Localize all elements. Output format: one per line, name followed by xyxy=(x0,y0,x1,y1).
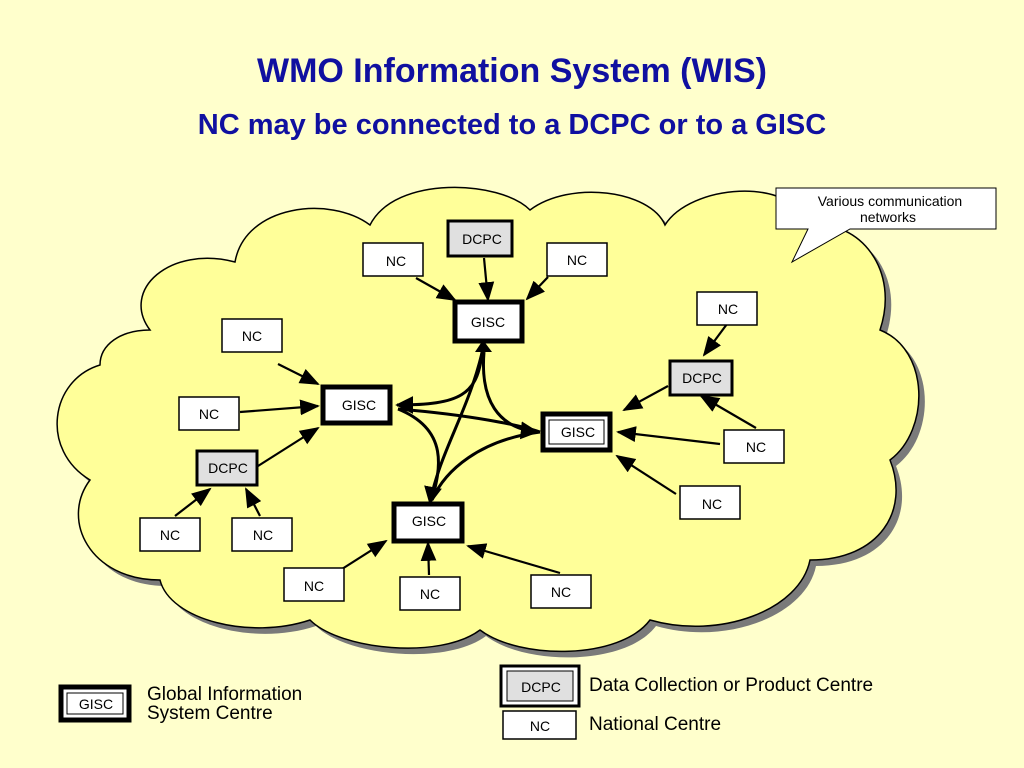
slide-subtitle: NC may be connected to a DCPC or to a GI… xyxy=(197,109,827,141)
legend-dcpc-box: DCPC xyxy=(499,664,581,708)
gisc-interconnect xyxy=(430,430,541,501)
legend-gisc-label: Global Information System Centre xyxy=(147,685,302,723)
link-nc-to-gisc-right xyxy=(616,426,721,446)
svg-text:GISC: GISC xyxy=(79,696,113,712)
legend-gisc-line1: Global Information xyxy=(147,684,303,705)
nodes: GISC DCPC NC NC GISC NC NC xyxy=(139,219,785,611)
svg-text:DCPC: DCPC xyxy=(462,231,502,247)
svg-text:NC: NC xyxy=(567,252,587,268)
gisc-node: GISC xyxy=(320,384,393,426)
nc-node: NC xyxy=(139,517,201,552)
svg-text:NC: NC xyxy=(304,578,324,594)
link-nc-to-dcpc-left xyxy=(245,487,262,517)
legend-gisc-box: GISC xyxy=(58,684,132,723)
legend-dcpc-label: Data Collection or Product Centre xyxy=(589,675,874,696)
svg-text:NC: NC xyxy=(530,718,550,734)
svg-text:NC: NC xyxy=(199,406,219,422)
svg-text:GISC: GISC xyxy=(561,424,595,440)
dcpc-node: DCPC xyxy=(195,449,259,487)
link-nc-to-dcpc-left xyxy=(174,487,212,517)
nc-node: NC xyxy=(231,517,293,552)
svg-text:DCPC: DCPC xyxy=(682,370,722,386)
svg-text:NC: NC xyxy=(746,439,766,455)
svg-text:NC: NC xyxy=(160,527,180,543)
gisc-node: GISC xyxy=(540,411,613,453)
gisc-interconnect xyxy=(475,340,492,352)
legend: GISC DCPC NC xyxy=(58,664,581,740)
svg-text:GISC: GISC xyxy=(471,314,505,330)
svg-text:NC: NC xyxy=(551,584,571,600)
svg-text:NC: NC xyxy=(253,527,273,543)
nc-node: NC xyxy=(178,396,240,431)
legend-nc-label: National Centre xyxy=(589,714,722,735)
svg-text:DCPC: DCPC xyxy=(521,679,561,695)
nc-node: NC xyxy=(362,242,424,277)
communication-callout: Various communication networks xyxy=(775,187,997,264)
link-nc-to-gisc-bottom xyxy=(341,539,388,570)
link-nc-to-gisc-left xyxy=(277,363,320,385)
nc-node: NC xyxy=(546,242,608,277)
link-nc-to-dcpc-right xyxy=(699,395,757,429)
dcpc-node: DCPC xyxy=(668,359,734,397)
svg-text:DCPC: DCPC xyxy=(208,460,248,476)
dcpc-node: DCPC xyxy=(446,219,514,258)
link-nc-to-gisc-right xyxy=(615,454,677,495)
nc-node: NC xyxy=(530,574,592,609)
gisc-interconnect xyxy=(397,407,440,501)
nc-node: NC xyxy=(221,318,283,353)
nc-node: NC xyxy=(723,429,785,464)
gisc-interconnect xyxy=(481,351,539,440)
nc-node: NC xyxy=(696,291,758,326)
gisc-node: GISC xyxy=(391,501,465,544)
callout-line1: Various communication xyxy=(818,193,962,209)
link-nc-to-dcpc-right xyxy=(702,323,728,357)
svg-text:GISC: GISC xyxy=(412,513,446,529)
svg-text:NC: NC xyxy=(386,253,406,269)
nc-node: NC xyxy=(399,576,461,611)
gisc-node: GISC xyxy=(452,299,525,344)
link-nc-to-gisc-bottom xyxy=(466,543,561,575)
slide-title: WMO Information System (WIS) xyxy=(257,52,767,90)
svg-text:NC: NC xyxy=(420,586,440,602)
callout-line2: networks xyxy=(860,209,916,225)
svg-text:NC: NC xyxy=(702,496,722,512)
link-dcpc-to-gisc-left xyxy=(257,426,320,467)
nc-node: NC xyxy=(679,485,741,520)
svg-text:GISC: GISC xyxy=(342,397,376,413)
link-dcpc-to-gisc-top xyxy=(478,257,495,302)
connections xyxy=(174,257,757,576)
link-dcpc-to-gisc-right xyxy=(622,385,669,411)
svg-text:NC: NC xyxy=(718,301,738,317)
legend-gisc-line2: System Centre xyxy=(147,703,273,724)
link-nc-to-gisc-top xyxy=(415,277,457,301)
link-nc-to-gisc-left xyxy=(239,399,320,416)
nc-node: NC xyxy=(283,567,345,602)
gisc-interconnect xyxy=(397,407,541,434)
svg-text:NC: NC xyxy=(242,328,262,344)
link-nc-to-gisc-top xyxy=(525,276,549,301)
legend-nc-box: NC xyxy=(502,710,577,740)
link-nc-to-gisc-bottom xyxy=(420,541,437,576)
